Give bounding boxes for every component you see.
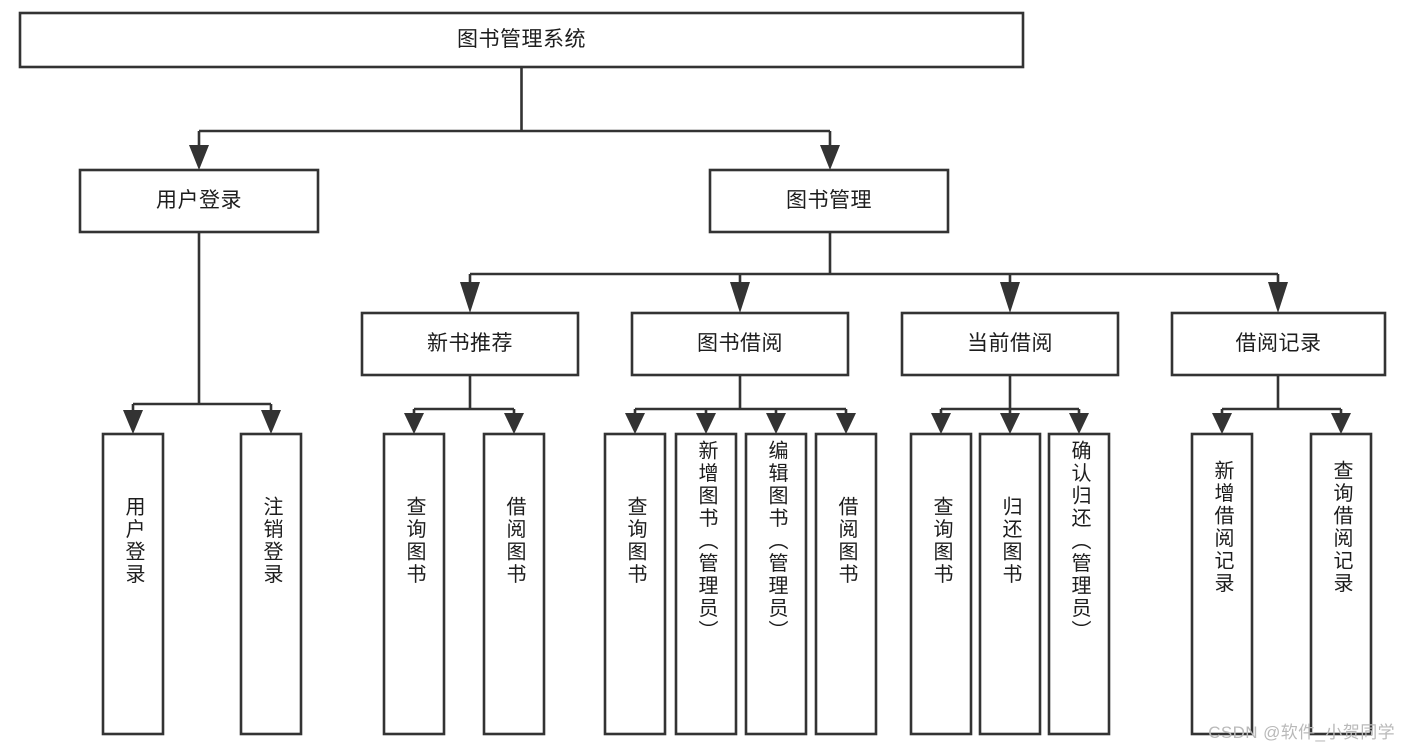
arrow-new-book-rec-to-borrow-book bbox=[504, 413, 524, 434]
node-leaf-add-borrow-record[interactable] bbox=[1192, 434, 1252, 734]
arrow-root-to-book-manage bbox=[820, 145, 840, 170]
node-book-manage[interactable] bbox=[710, 170, 948, 232]
node-box-leaf-confirm-return-admin[interactable] bbox=[1047, 432, 1111, 736]
node-leaf-confirm-return-admin[interactable] bbox=[1049, 434, 1109, 734]
node-new-book-rec[interactable] bbox=[362, 313, 578, 375]
node-leaf-logout[interactable] bbox=[241, 434, 301, 734]
edges-group bbox=[123, 67, 1351, 434]
arrow-book-borrow-to-add-book bbox=[696, 413, 716, 434]
node-box-leaf-return-book[interactable] bbox=[978, 432, 1042, 736]
arrow-new-book-rec-to-query-book bbox=[404, 413, 424, 434]
arrow-book-borrow-to-query-book bbox=[625, 413, 645, 434]
node-leaf-user-login[interactable] bbox=[103, 434, 163, 734]
node-box-leaf-query-book-1[interactable] bbox=[382, 432, 446, 736]
node-box-book-borrow[interactable] bbox=[630, 311, 850, 377]
arrow-root-to-user-login bbox=[189, 145, 209, 170]
arrow-book-borrow-to-borrow-book bbox=[836, 413, 856, 434]
node-box-leaf-add-book-admin[interactable] bbox=[674, 432, 738, 736]
arrow-current-borrow-to-confirm-return bbox=[1069, 413, 1089, 434]
edge-book-borrow-trunk bbox=[633, 375, 848, 415]
node-box-leaf-borrow-book-2[interactable] bbox=[814, 432, 878, 736]
arrow-borrow-record-to-query-record bbox=[1331, 413, 1351, 434]
arrow-borrow-record-to-add-record bbox=[1212, 413, 1232, 434]
arrow-user-login-to-leaf-user-login bbox=[123, 410, 143, 434]
arrow-current-borrow-to-query-book bbox=[931, 413, 951, 434]
arrow-book-manage-to-borrow-record bbox=[1268, 282, 1288, 313]
node-box-new-book-rec[interactable] bbox=[360, 311, 580, 377]
node-box-leaf-query-borrow-record[interactable] bbox=[1309, 432, 1373, 736]
arrow-user-login-to-leaf-logout bbox=[261, 410, 281, 434]
edge-user-login-trunk bbox=[131, 232, 273, 412]
node-leaf-edit-book-admin[interactable] bbox=[746, 434, 806, 734]
node-box-leaf-add-borrow-record[interactable] bbox=[1190, 432, 1254, 736]
arrow-book-manage-to-new-book-rec bbox=[460, 282, 480, 313]
node-book-borrow[interactable] bbox=[632, 313, 848, 375]
node-leaf-query-book-3[interactable] bbox=[911, 434, 971, 734]
edge-new-book-rec-trunk bbox=[412, 375, 516, 415]
node-leaf-borrow-book-1[interactable] bbox=[484, 434, 544, 734]
node-box-user-login[interactable] bbox=[78, 168, 320, 234]
node-leaf-query-book-2[interactable] bbox=[605, 434, 665, 734]
arrow-current-borrow-to-return-book bbox=[1000, 413, 1020, 434]
node-leaf-query-book-1[interactable] bbox=[384, 434, 444, 734]
node-box-leaf-query-book-2[interactable] bbox=[603, 432, 667, 736]
edge-current-borrow-trunk bbox=[939, 375, 1081, 415]
edge-root-trunk bbox=[197, 67, 832, 146]
node-box-borrow-record[interactable] bbox=[1170, 311, 1387, 377]
edge-book-manage-trunk bbox=[468, 232, 1280, 284]
node-leaf-return-book[interactable] bbox=[980, 434, 1040, 734]
boxes-group bbox=[18, 11, 1387, 736]
node-root[interactable] bbox=[20, 13, 1023, 67]
node-leaf-query-borrow-record[interactable] bbox=[1311, 434, 1371, 734]
arrow-book-manage-to-current-borrow bbox=[1000, 282, 1020, 313]
node-box-leaf-query-book-3[interactable] bbox=[909, 432, 973, 736]
node-current-borrow[interactable] bbox=[902, 313, 1118, 375]
arrow-book-manage-to-book-borrow bbox=[730, 282, 750, 313]
node-box-leaf-user-login[interactable] bbox=[101, 432, 165, 736]
node-borrow-record[interactable] bbox=[1172, 313, 1385, 375]
node-box-leaf-edit-book-admin[interactable] bbox=[744, 432, 808, 736]
node-box-current-borrow[interactable] bbox=[900, 311, 1120, 377]
node-leaf-add-book-admin[interactable] bbox=[676, 434, 736, 734]
arrow-book-borrow-to-edit-book bbox=[766, 413, 786, 434]
node-leaf-borrow-book-2[interactable] bbox=[816, 434, 876, 734]
edge-borrow-record-trunk bbox=[1220, 375, 1343, 415]
node-user-login[interactable] bbox=[80, 170, 318, 232]
node-box-leaf-borrow-book-1[interactable] bbox=[482, 432, 546, 736]
node-box-book-manage[interactable] bbox=[708, 168, 950, 234]
node-box-root[interactable] bbox=[18, 11, 1025, 69]
node-box-leaf-logout[interactable] bbox=[239, 432, 303, 736]
